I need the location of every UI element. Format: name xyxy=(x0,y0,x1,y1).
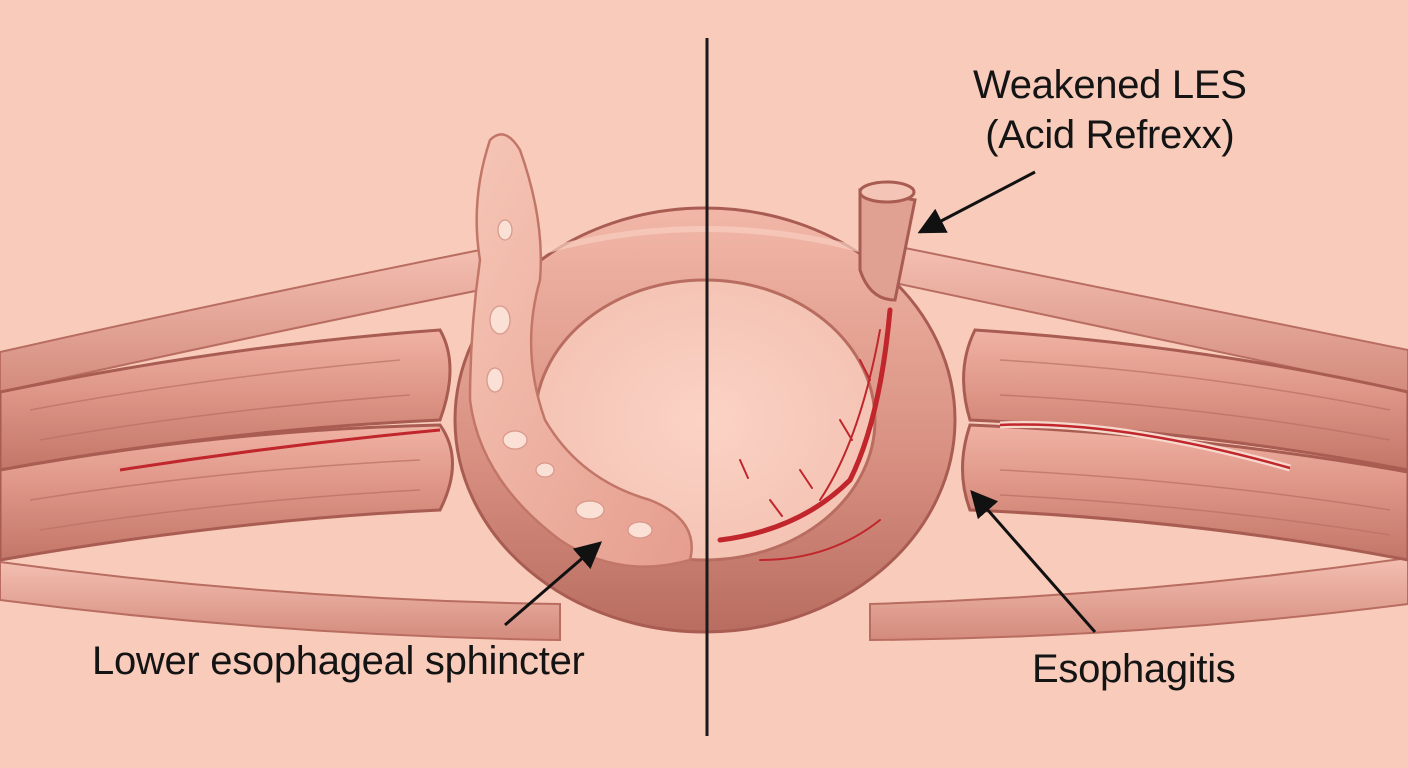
reflux-plume xyxy=(468,133,693,568)
inflammation-streaks xyxy=(717,307,893,561)
sphincter-arrow xyxy=(504,541,603,627)
esophagus-outer-wall xyxy=(0,246,1408,642)
weakened-les-tube xyxy=(858,180,917,302)
right-muscle-layer xyxy=(961,328,1408,562)
weakened-les-label: Weakened LES (Acid Refrexx) xyxy=(973,60,1247,160)
weakened-les-label-line-2: (Acid Refrexx) xyxy=(985,113,1235,157)
weakened-les-label-line-1: Weakened LES xyxy=(973,63,1247,107)
esophagitis-arrow xyxy=(970,489,1097,633)
sphincter-label: Lower esophageal sphincter xyxy=(92,639,585,683)
weakened-les-arrow xyxy=(917,170,1036,234)
left-muscle-layer xyxy=(0,328,454,562)
esophagitis-label: Esophagitis xyxy=(1032,647,1236,691)
